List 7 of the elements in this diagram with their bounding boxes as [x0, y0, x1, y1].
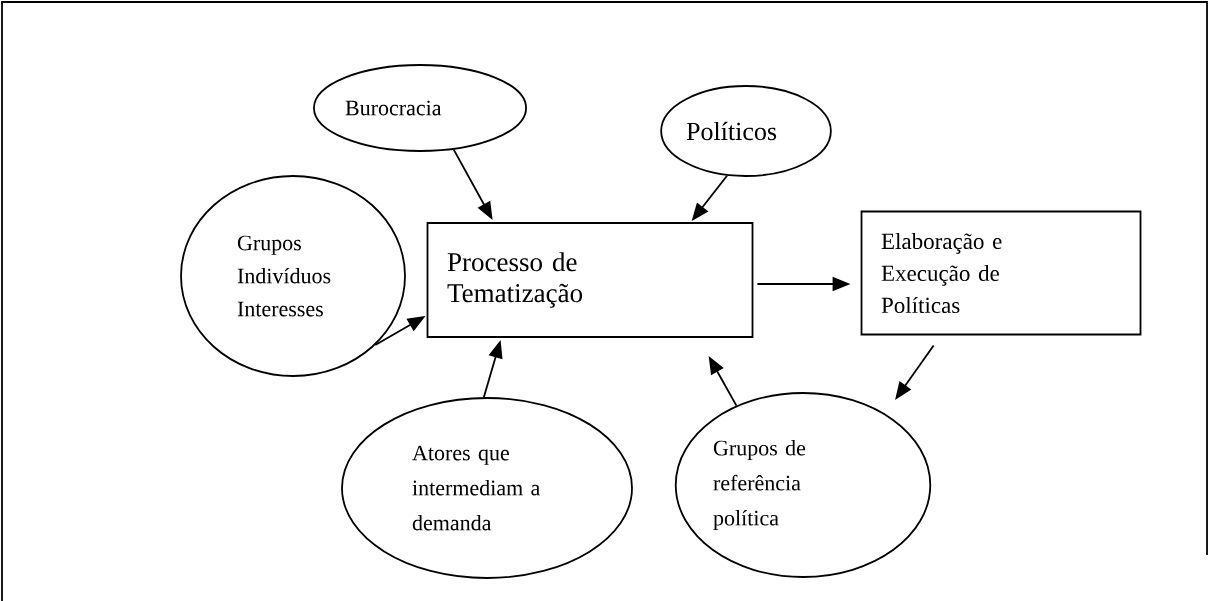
ellipse-node: Grupos de referência política [674, 392, 932, 578]
process-box: Elaboração e Execução de Políticas [860, 210, 1142, 336]
ellipse-node: Grupos Indivíduos Interesses [180, 175, 406, 377]
ellipse-node: Políticos [660, 85, 832, 177]
ellipse-node: Burocracia [313, 64, 527, 152]
process-box: Processo de Tematização [426, 222, 754, 338]
ellipse-node: Atores que intermediam a demanda [341, 397, 633, 579]
